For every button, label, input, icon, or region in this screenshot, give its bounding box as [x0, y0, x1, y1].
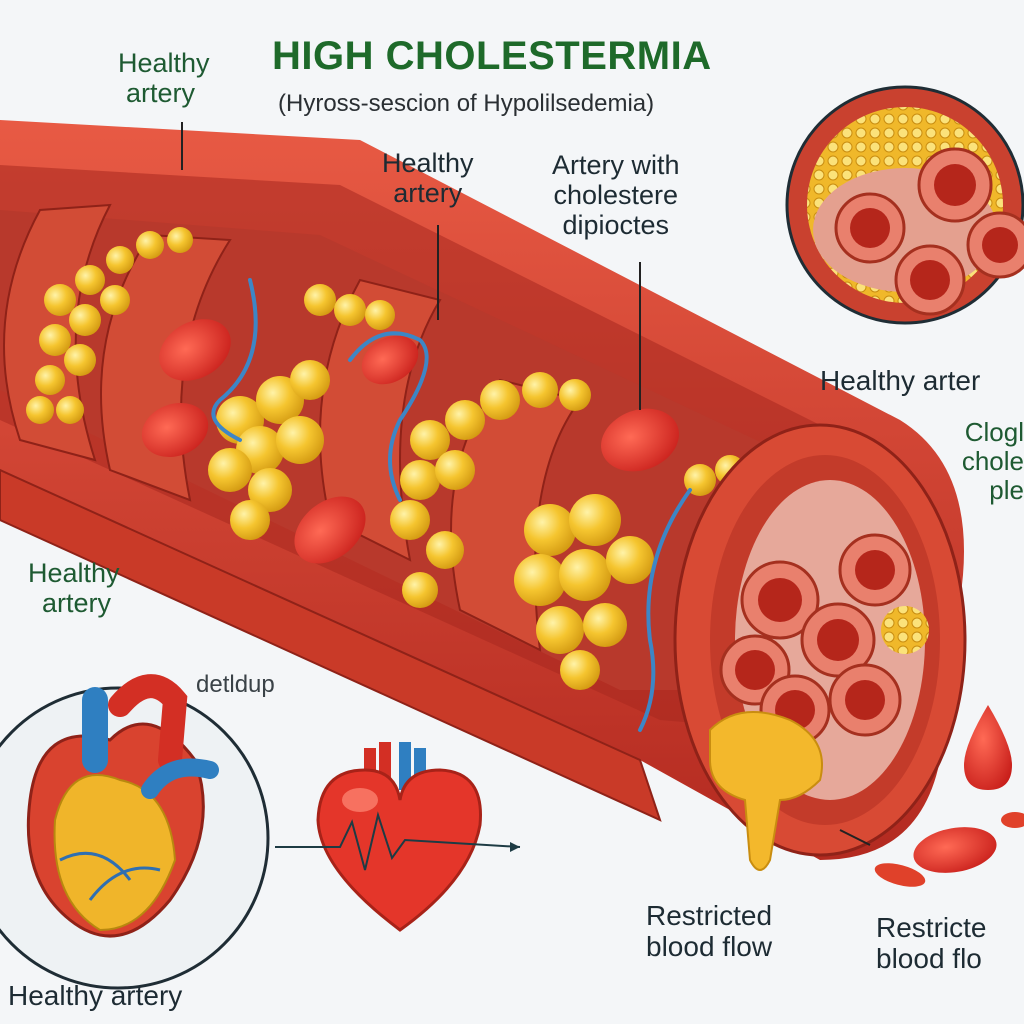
label-healthy-artery-bottom: Healthy artery — [8, 980, 183, 1011]
page-subtitle: (Hyross-sescion of Hypolilsedemia) — [278, 90, 655, 117]
plaque-cluster-3 — [390, 372, 591, 608]
heart-pulse-icon — [275, 742, 521, 932]
plaque-cluster-1 — [26, 227, 193, 424]
label-healthy-artery-left: Healthy artery — [28, 558, 120, 619]
page-title: HIGH CHOLESTERMIA — [272, 34, 712, 78]
tube-rings — [719, 533, 912, 746]
artery-cross-section — [673, 423, 967, 871]
blood-drop-icon — [964, 705, 1012, 790]
blood-cell-icon — [874, 812, 1024, 887]
label-healthy-artery-right: Healthy arter — [820, 365, 981, 396]
heart-anatomy-icon — [0, 674, 270, 990]
vein-lines — [211, 278, 692, 732]
label-healthy-artery-center: Healthy artery — [382, 148, 474, 209]
blood-cells — [141, 319, 679, 564]
label-buildup: detldup — [196, 671, 275, 698]
plaque-cluster-2 — [208, 284, 395, 540]
label-clogged-cholesterol: Clogl chole ple — [961, 417, 1024, 506]
label-artery-with-cholesterol: Artery with cholestere dipioctes — [552, 150, 680, 241]
inset-cross-section — [785, 85, 1024, 325]
label-restricted-blood-flow: Restricted blood flow — [646, 900, 773, 963]
label-restricted-blood-flow-right: Restricte blood flo — [876, 912, 987, 975]
label-healthy-artery-top-left: Healthy artery — [118, 48, 210, 109]
pointer-lines — [181, 122, 871, 846]
